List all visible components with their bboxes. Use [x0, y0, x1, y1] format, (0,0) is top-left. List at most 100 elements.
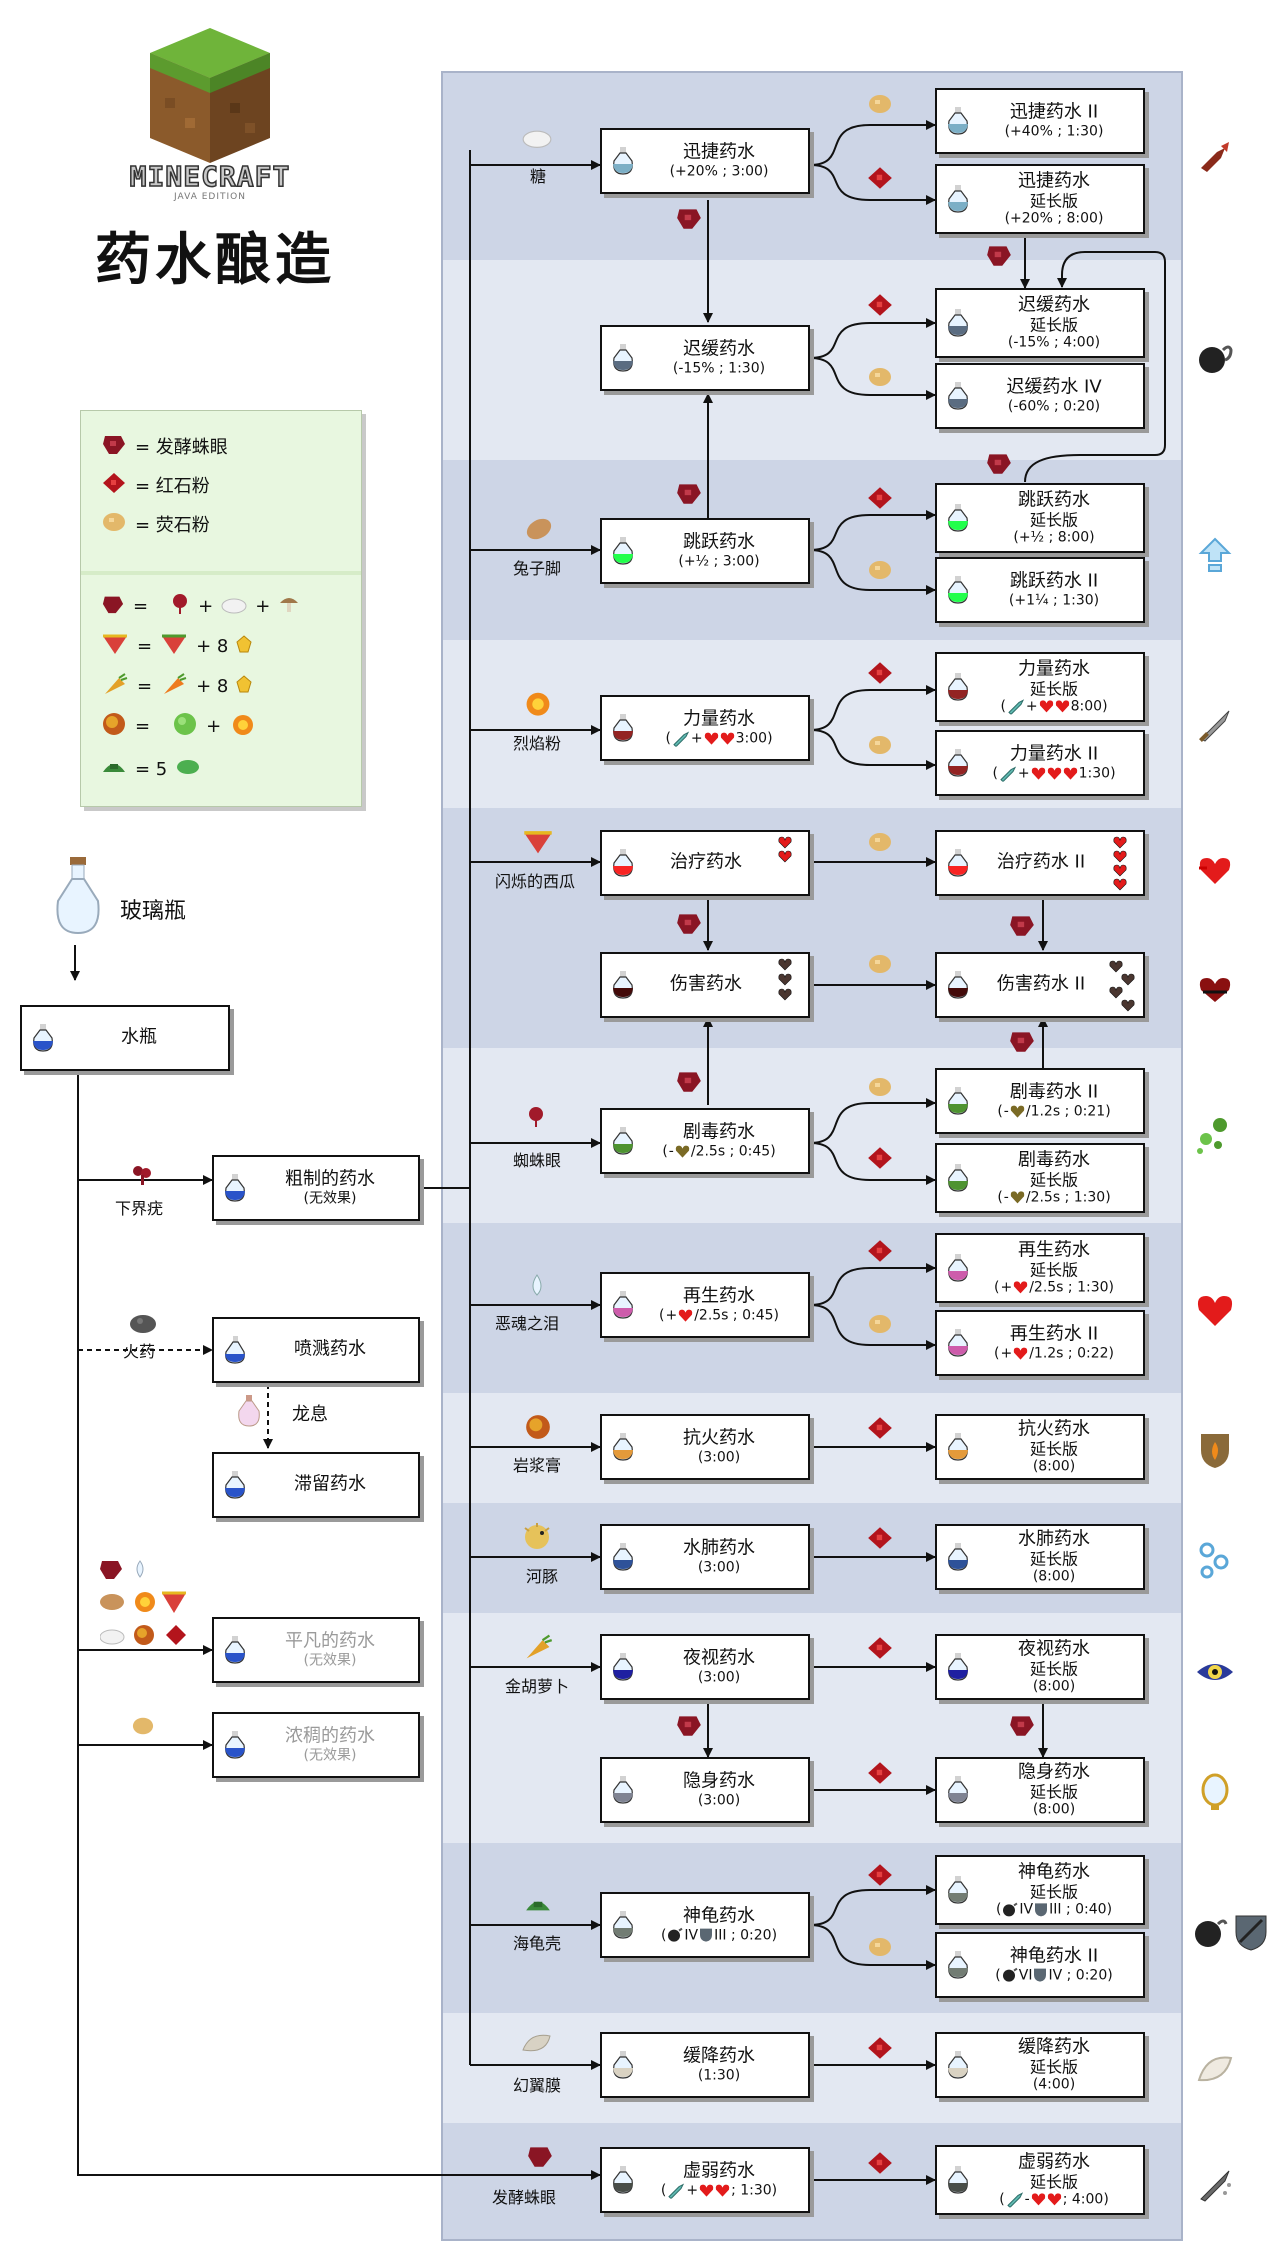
potion-box-fall: 缓降药水(1:30)	[600, 2032, 810, 2098]
fermented-spider-eye-icon	[101, 593, 125, 620]
legend-divider	[81, 571, 361, 575]
blaze-powder-icon	[229, 711, 257, 742]
legend-panel: = 发酵蛛眼 = 红石粉 = 荧石粉 = + + = + 8	[80, 410, 362, 807]
legend-row-redstone: = 红石粉	[101, 470, 210, 500]
sword-icon	[1000, 766, 1017, 782]
potion-bottle-icon	[948, 1087, 968, 1115]
recipe-magma-cream: = +	[101, 711, 257, 741]
potion-bottle-icon	[948, 504, 968, 532]
ingredient-label-golden-carrot: 金胡萝卜	[505, 1677, 570, 1696]
melon-slice-icon	[160, 632, 188, 661]
ingredient-label-glistering-melon: 闪烁的西瓜	[495, 872, 576, 891]
fermented-spider-eye-icon	[675, 1712, 703, 1742]
turtle-shell-icon	[101, 756, 127, 783]
logo-wordmark: MINECRAFT	[129, 159, 291, 194]
dragon-breath-icon	[236, 1395, 262, 1431]
nether-wart-icon	[130, 1163, 154, 1191]
redstone-dust-icon	[866, 292, 894, 322]
potion-bottle-icon	[613, 971, 633, 999]
glowstone-dust-icon	[866, 733, 894, 761]
potion-bottle-icon	[948, 185, 968, 213]
potion-bottle-icon	[948, 1543, 968, 1571]
potion-bottle-icon	[33, 1024, 53, 1052]
potion-box-fire: 抗火药水(3:00)	[600, 1414, 810, 1480]
ghast-tear-icon	[528, 1273, 546, 1301]
heart-icon	[1055, 700, 1069, 713]
potion-box-nightL: 夜视药水延长版(8:00)	[935, 1634, 1145, 1700]
glowstone-dust-icon	[866, 92, 894, 120]
poison-effect-icon	[1192, 1115, 1232, 1155]
jump-effect-icon	[1195, 535, 1235, 575]
potion-bottle-icon	[225, 1174, 245, 1202]
brown-mushroom-icon	[278, 593, 300, 620]
healing-effect-icon	[1195, 850, 1235, 890]
potion-bottle-icon	[613, 714, 633, 742]
glowstone-dust-icon	[866, 365, 894, 393]
fermented-spider-eye-icon	[1008, 1028, 1036, 1058]
night-vision-effect-icon	[1195, 1652, 1235, 1692]
invisibility-effect-icon	[1195, 1772, 1235, 1812]
glistering-melon-icon	[522, 828, 554, 860]
page-title: 药水酿造	[95, 228, 335, 293]
potion-bottle-icon	[948, 382, 968, 410]
potion-bottle-icon	[613, 849, 633, 877]
rabbit-foot-icon	[524, 515, 554, 547]
potion-box-turtle: 神龟药水(IV III ; 0:20)	[600, 1892, 810, 1958]
gold-nugget-icon	[236, 674, 252, 698]
ingredient-label-phantom-membrane: 幻翼膜	[513, 2076, 562, 2095]
regeneration-effect-icon	[1195, 1290, 1235, 1330]
potion-bottle-icon	[948, 849, 968, 877]
harming-hearts-icon	[774, 956, 802, 1020]
weakness-effect-icon	[1195, 2165, 1235, 2205]
potion-box-fireL: 抗火药水延长版(8:00)	[935, 1414, 1145, 1480]
turtle-master-effect-icon	[1192, 1912, 1272, 1952]
lingering-bottle-icon	[225, 1471, 245, 1499]
fermented-spider-eye-icon	[675, 205, 703, 235]
recipe-glistering-melon: = + 8	[101, 631, 252, 661]
glass-bottle-label: 玻璃瓶	[120, 899, 187, 924]
magma-cream-icon	[101, 711, 127, 742]
potion-box-swiftL: 迅捷药水延长版(+20% ; 8:00)	[935, 164, 1145, 234]
potion-box-heal: 治疗药水	[600, 830, 810, 896]
potion-bottle-icon	[948, 1653, 968, 1681]
legend-row-glowstone: = 荧石粉	[101, 509, 210, 539]
potion-box-waterL: 水肺药水延长版(8:00)	[935, 1524, 1145, 1590]
pufferfish-icon	[520, 1520, 554, 1556]
glowstone-dust-icon	[866, 830, 894, 858]
potion-bottle-icon	[948, 1876, 968, 1904]
potion-bottle-icon	[948, 576, 968, 604]
ingredient-label-fermented-spider-eye: 发酵蛛眼	[492, 2188, 557, 2207]
healing-hearts-icon	[774, 834, 802, 898]
potion-box-regen2: 再生药水 II(+/1.2s ; 0:22)	[935, 1310, 1145, 1376]
ingredient-label-rabbit-foot: 兔子脚	[513, 559, 562, 578]
potion-bottle-icon	[948, 1951, 968, 1979]
spider-eye-icon	[170, 593, 190, 620]
potion-box-slow4: 迟缓药水 IV(-60% ; 0:20)	[935, 363, 1145, 429]
potion-box-leapL: 跳跃药水延长版(+½ ; 8:00)	[935, 483, 1145, 553]
redstone-dust-icon	[866, 660, 894, 690]
fire-resistance-effect-icon	[1195, 1430, 1235, 1470]
potion-bottle-icon	[613, 1653, 633, 1681]
redstone-dust-icon	[866, 1760, 894, 1790]
heart-icon	[720, 732, 734, 745]
sword-icon	[1008, 699, 1025, 715]
heart-icon	[1031, 2193, 1045, 2206]
sugar-icon	[522, 125, 552, 153]
potion-box-weak: 虚弱药水(+ ; 1:30)	[600, 2147, 810, 2213]
nether-wart-label: 下界疣	[115, 1199, 164, 1218]
ingredient-label-turtle-shell: 海龟壳	[513, 1934, 562, 1953]
potion-bottle-icon	[948, 749, 968, 777]
heart-icon	[1047, 2193, 1061, 2206]
potion-box-leap: 跳跃药水(+½ ; 3:00)	[600, 518, 810, 584]
splash-bottle-icon	[225, 1336, 245, 1364]
potion-box-heal2: 治疗药水 II	[935, 830, 1145, 896]
fermented-spider-eye-icon	[675, 1068, 703, 1098]
potion-bottle-icon	[613, 2051, 633, 2079]
turtle-scute-icon	[175, 758, 201, 781]
poison-heart-icon	[1010, 1105, 1025, 1118]
logo-edition: JAVA EDITION	[174, 192, 246, 202]
slowness-icon	[668, 1928, 683, 1942]
potion-box-str: 力量药水(+ 3:00)	[600, 695, 810, 761]
ingredient-label-spider-eye: 蜘蛛眼	[513, 1151, 562, 1170]
fermented-spider-eye-icon	[1008, 912, 1036, 942]
